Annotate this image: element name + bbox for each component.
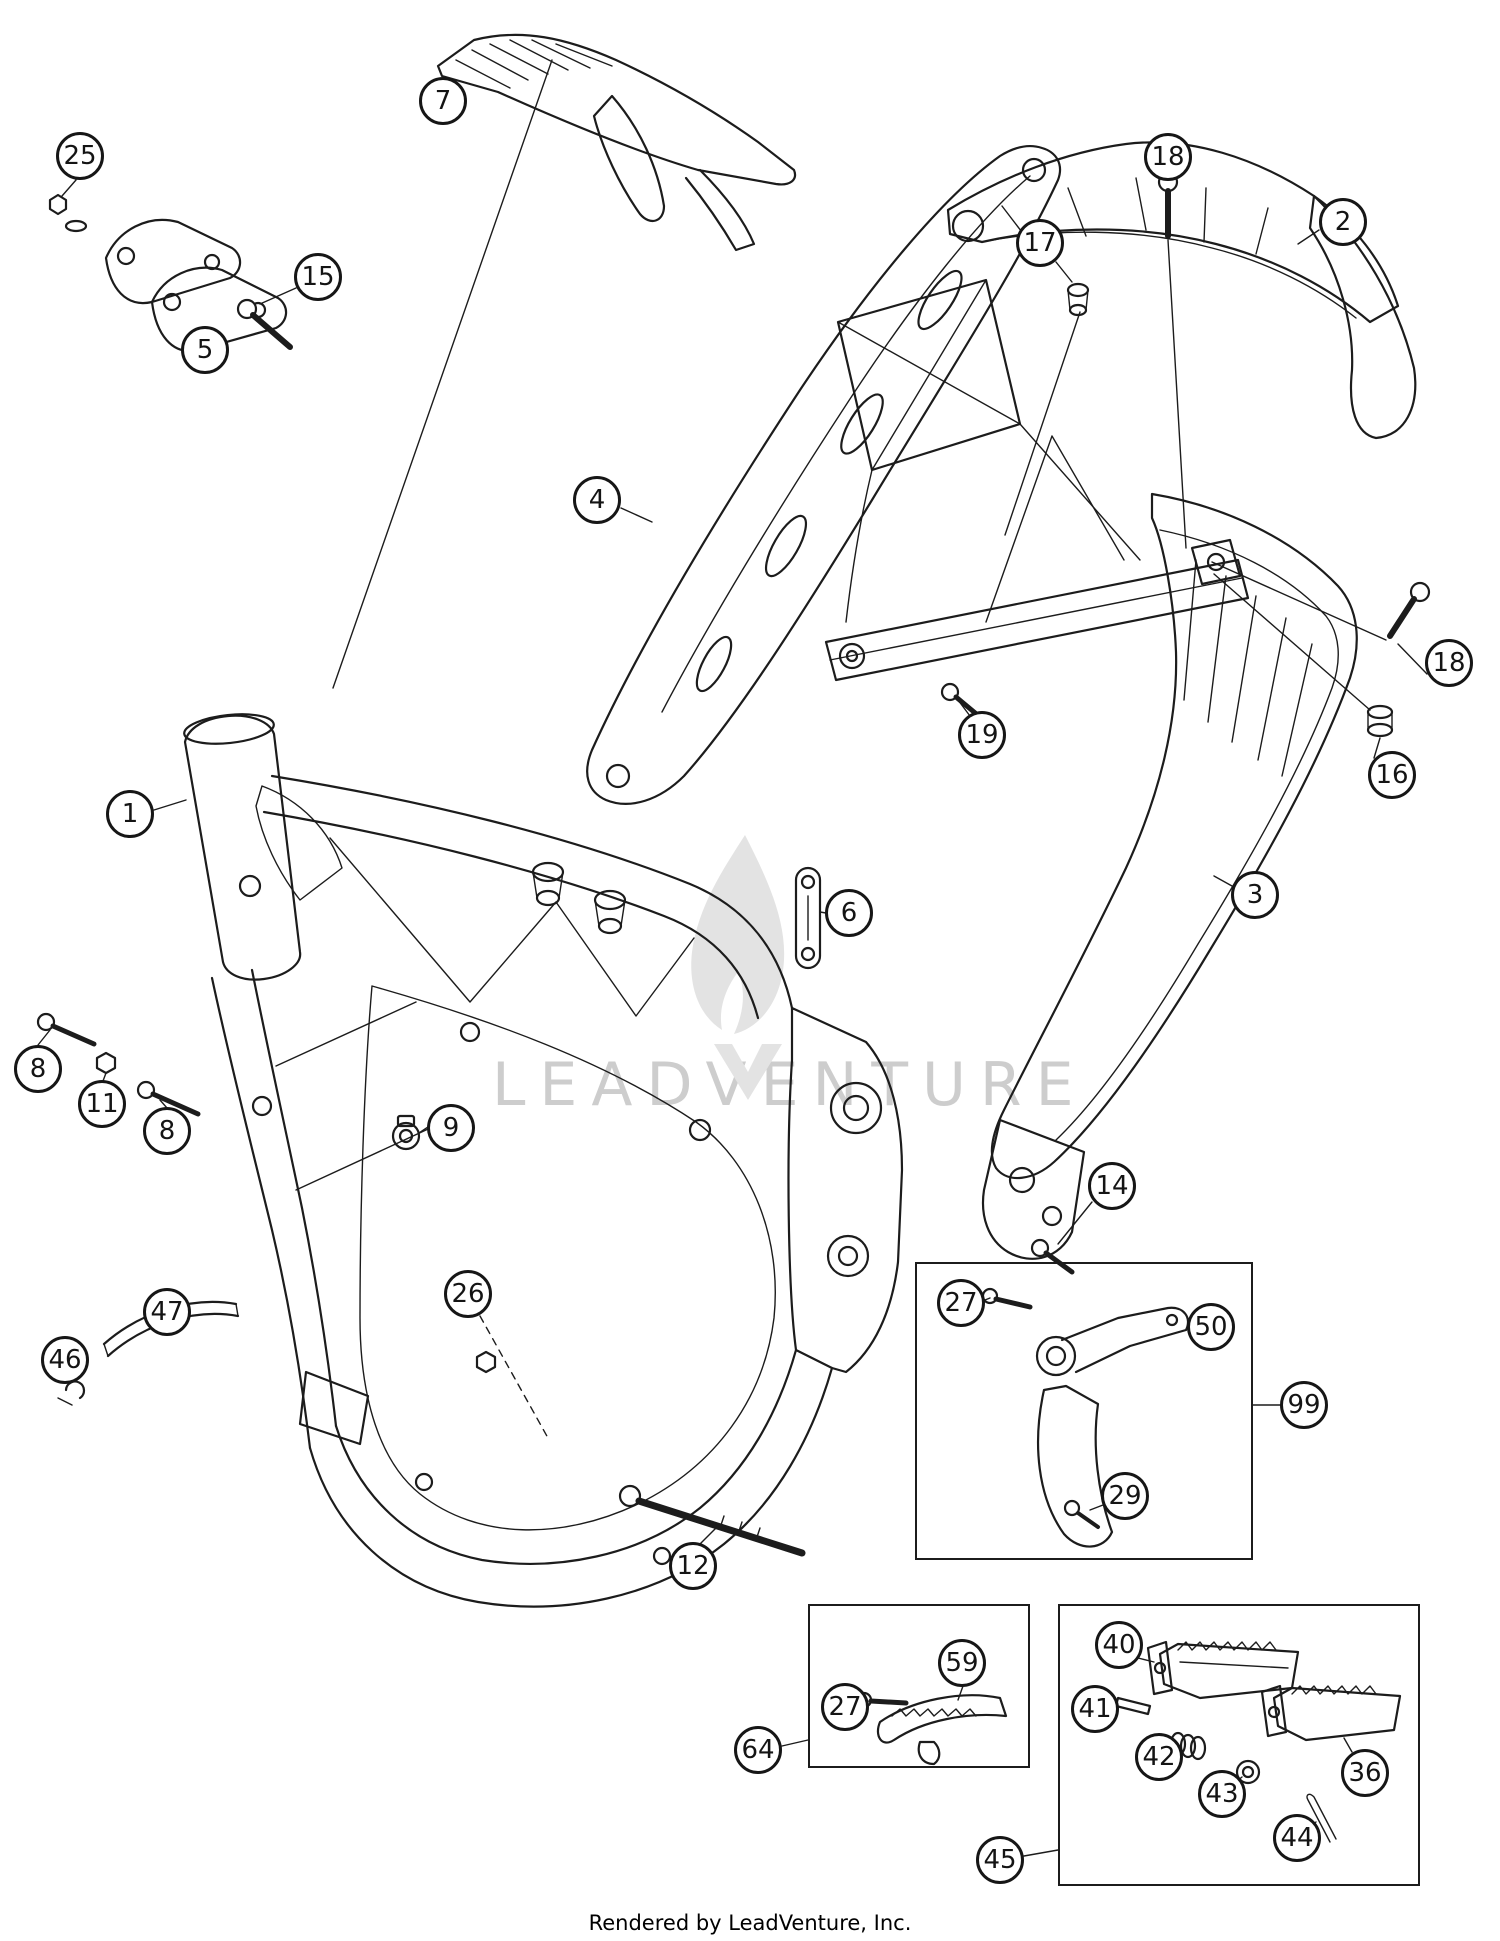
- callout-47: 47: [143, 1288, 191, 1336]
- group-box-footpeg-bracket: [915, 1262, 1253, 1560]
- callout-46: 46: [41, 1336, 89, 1384]
- callout-16: 16: [1368, 751, 1416, 799]
- callout-26: 26: [444, 1270, 492, 1318]
- callout-27-a: 27: [937, 1279, 985, 1327]
- part-top-panel: [436, 33, 797, 252]
- part-link-plate: [794, 866, 822, 970]
- part-rear-frame-beam: [824, 435, 1250, 682]
- callout-6: 6: [825, 889, 873, 937]
- callout-45: 45: [976, 1836, 1024, 1884]
- callout-40: 40: [1095, 1621, 1143, 1669]
- callout-5: 5: [181, 326, 229, 374]
- callout-19: 19: [958, 711, 1006, 759]
- callout-8-a: 8: [14, 1045, 62, 1093]
- group-box-brake-pedal: [808, 1604, 1030, 1768]
- callout-43: 43: [1198, 1770, 1246, 1818]
- callout-99: 99: [1280, 1381, 1328, 1429]
- callout-25: 25: [56, 132, 104, 180]
- callout-27-b: 27: [821, 1683, 869, 1731]
- callout-1: 1: [106, 790, 154, 838]
- callout-8-b: 8: [143, 1107, 191, 1155]
- callout-41: 41: [1071, 1685, 1119, 1733]
- callout-11: 11: [78, 1080, 126, 1128]
- callout-17: 17: [1016, 219, 1064, 267]
- leader-lines-dashed: [479, 1315, 549, 1439]
- callout-44: 44: [1273, 1814, 1321, 1862]
- part-right-side-panel: [982, 492, 1358, 1260]
- part-hose-clip: [57, 1380, 86, 1406]
- callout-14: 14: [1088, 1162, 1136, 1210]
- callout-18-a: 18: [1144, 133, 1192, 181]
- leader-lines: [37, 59, 1428, 1857]
- callout-4: 4: [573, 476, 621, 524]
- group-box-footpegs: [1058, 1604, 1420, 1886]
- watermark-flame-icon: [691, 835, 785, 1100]
- callout-15: 15: [294, 253, 342, 301]
- part-rear-subframe: [836, 141, 1417, 623]
- callout-12: 12: [669, 1542, 717, 1590]
- callout-18-b: 18: [1425, 639, 1473, 687]
- callout-64: 64: [734, 1726, 782, 1774]
- watermark-text: LEADVENTURE: [492, 1050, 1088, 1120]
- footer-credit: Rendered by LeadVenture, Inc.: [588, 1911, 912, 1935]
- callout-36: 36: [1341, 1749, 1389, 1797]
- part-cable-clamp: [391, 1114, 421, 1151]
- part-left-side-panel: [586, 145, 1062, 805]
- callout-2: 2: [1319, 198, 1367, 246]
- callout-42: 42: [1135, 1733, 1183, 1781]
- part-footpeg-assembly: [1114, 1640, 1402, 1843]
- callout-9: 9: [427, 1104, 475, 1152]
- callout-3: 3: [1231, 871, 1279, 919]
- callout-50: 50: [1187, 1303, 1235, 1351]
- callout-7: 7: [419, 77, 467, 125]
- callout-59: 59: [938, 1639, 986, 1687]
- callout-29: 29: [1101, 1472, 1149, 1520]
